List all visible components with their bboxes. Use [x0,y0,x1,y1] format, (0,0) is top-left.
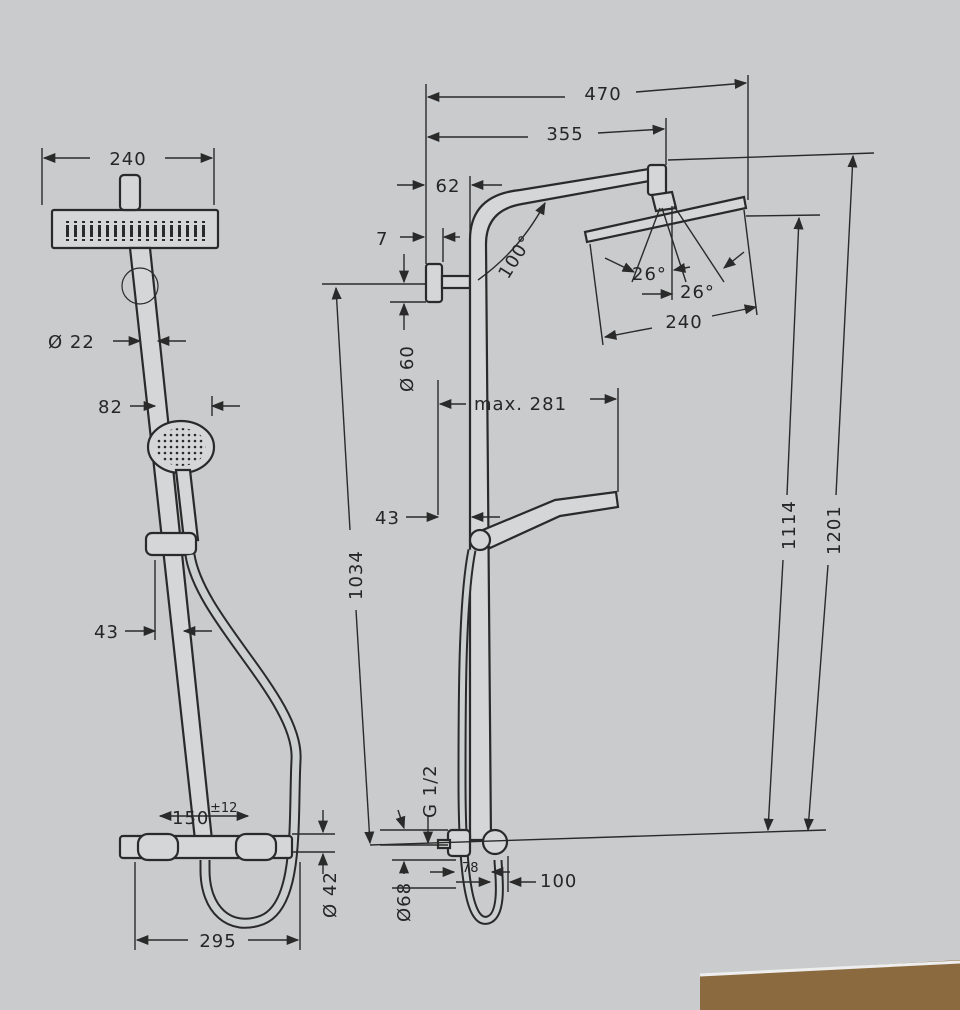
dim-d60: Ø 60 [397,345,418,392]
dim-1201: 1201 [824,505,845,555]
dim-43-front: 43 [94,622,119,643]
dim-150-tolerance: ±12 [210,801,237,816]
dim-1114: 1114 [779,500,800,550]
dim-26a: 26° [632,264,667,285]
dim-240-side: 240 [665,312,702,333]
dim-150: 150 [172,808,209,829]
dim-d42: Ø 42 [320,871,341,918]
dim-62: 62 [436,176,461,197]
dim-43-side: 43 [375,508,400,529]
dim-355: 355 [546,124,583,145]
dim-82: 82 [98,397,123,418]
dim-7: 7 [376,229,388,250]
dim-470: 470 [584,84,621,105]
dim-100-deg: 100° [494,231,537,282]
side-view: 470 355 62 7 100° 26° 26° 240 [322,75,875,925]
dim-1034: 1034 [346,550,367,600]
side-hand-shower [476,490,620,550]
front-view: 240 Ø 22 82 43 150 ±12 295 Ø 42 [41,148,341,952]
dim-240-front: 240 [109,149,146,170]
dim-g12: G 1/2 [420,764,441,818]
dim-100: 100 [540,871,577,892]
dim-d22: Ø 22 [48,332,95,353]
dim-26b: 26° [680,282,715,303]
dim-max-281: max. 281 [474,394,567,415]
dim-d68: Ø68 [394,882,415,922]
front-slider [144,531,198,557]
side-wall-bracket [424,262,444,304]
front-wall-bracket [121,267,159,305]
dim-295: 295 [199,931,236,952]
dim-78: 78 [462,861,479,876]
